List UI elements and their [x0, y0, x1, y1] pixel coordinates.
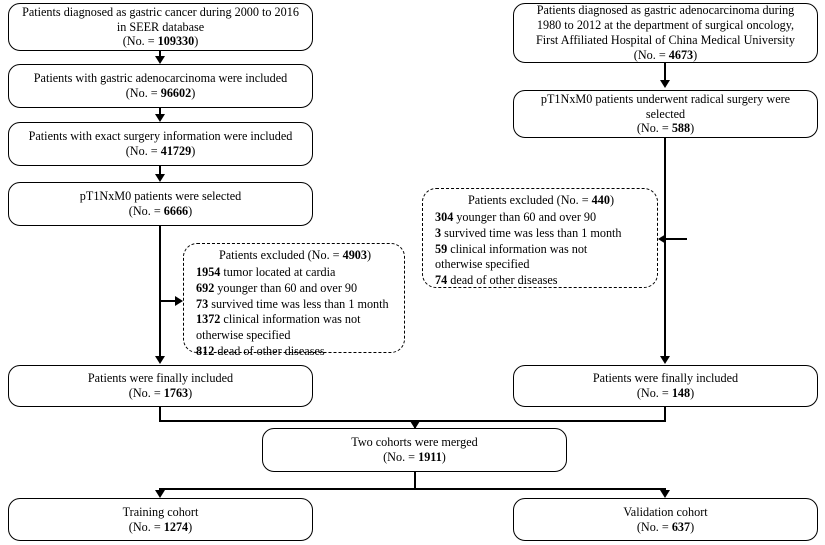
node-cmu-source: Patients diagnosed as gastric adenocarci… [513, 3, 818, 63]
connector-line [664, 138, 666, 357]
node-count: (No. = 96602) [125, 86, 196, 100]
connector-line [159, 166, 161, 176]
node-training-cohort: Training cohort (No. = 1274) [8, 498, 313, 541]
node-line: Patients diagnosed as gastric cancer dur… [22, 4, 299, 19]
connector-line [159, 51, 161, 58]
exclusion-item: 692 younger than 60 and over 90 [196, 280, 358, 295]
node-count: (No. = 1911) [383, 450, 446, 464]
arrow-down-icon [155, 56, 165, 64]
node-line: Training cohort [122, 504, 199, 519]
node-line: selected [645, 106, 686, 121]
exclusion-item-continuation: otherwise specified [196, 328, 291, 343]
exclusion-header: Patients excluded (No. = 4903) [218, 248, 372, 262]
exclusion-item: 1954 tumor located at cardia [196, 264, 336, 279]
node-line: Two cohorts were merged [351, 435, 478, 450]
node-seer-final-included: Patients were finally included (No. = 17… [8, 365, 313, 407]
node-line: Validation cohort [623, 504, 708, 519]
exclusion-item-continuation: otherwise specified [435, 257, 530, 272]
node-cmu-pt1nxm0: pT1NxM0 patients underwent radical surge… [513, 90, 818, 138]
arrow-down-icon [660, 356, 670, 364]
exclusion-item: 73 survived time was less than 1 month [196, 296, 389, 311]
connector-line [414, 472, 416, 489]
arrow-down-icon [155, 490, 165, 498]
arrow-down-icon [660, 490, 670, 498]
exclusion-item: 74 dead of other diseases [435, 273, 558, 288]
node-line: pT1NxM0 patients underwent radical surge… [540, 91, 791, 106]
connector-line [159, 108, 161, 116]
arrow-down-icon [410, 421, 420, 429]
node-line: First Affiliated Hospital of China Medic… [535, 33, 796, 47]
node-seer-pt1nxm0: pT1NxM0 patients were selected (No. = 66… [8, 182, 313, 226]
connector-line [159, 420, 666, 422]
node-seer-surgery-info: Patients with exact surgery information … [8, 122, 313, 166]
node-merged-cohorts: Two cohorts were merged (No. = 1911) [262, 428, 567, 472]
node-line: pT1NxM0 patients were selected [79, 189, 242, 204]
node-count: (No. = 1763) [128, 386, 193, 400]
connector-line [664, 407, 666, 421]
exclusion-item: 59 clinical information was not [435, 241, 588, 256]
exclusion-item: 1372 clinical information was not [196, 312, 361, 327]
arrow-right-icon [175, 295, 183, 306]
node-count: (No. = 1274) [128, 519, 193, 534]
arrow-down-icon [155, 356, 165, 364]
connector-line [666, 238, 686, 240]
arrow-down-icon [155, 174, 165, 182]
arrow-left-icon [658, 233, 666, 244]
node-seer-adenocarcinoma: Patients with gastric adenocarcinoma wer… [8, 64, 313, 108]
connector-line [685, 238, 687, 240]
connector-line [159, 488, 666, 490]
node-count: (No. = 588) [636, 121, 695, 136]
node-count: (No. = 41729) [125, 144, 196, 158]
connector-line [159, 226, 161, 357]
node-count: (No. = 6666) [128, 204, 193, 218]
node-line: Patients with exact surgery information … [28, 129, 293, 144]
arrow-down-icon [155, 114, 165, 122]
node-line: Patients were finally included [87, 371, 234, 386]
node-count: (No. = 109330) [122, 34, 199, 49]
exclusion-item: 812 dead of other diseases [196, 344, 325, 359]
node-line: in SEER database [116, 19, 205, 34]
node-line: 1980 to 2012 at the department of surgic… [536, 18, 795, 33]
node-count: (No. = 637) [636, 519, 695, 534]
node-count: (No. = 148) [636, 386, 695, 400]
connector-line [159, 407, 161, 421]
arrow-down-icon [660, 80, 670, 88]
node-seer-source: Patients diagnosed as gastric cancer dur… [8, 3, 313, 51]
exclusion-box-cmu: Patients excluded (No. = 440) 304 younge… [422, 188, 658, 288]
connector-line [159, 300, 177, 302]
node-cmu-final-included: Patients were finally included (No. = 14… [513, 365, 818, 407]
connector-line [664, 63, 666, 82]
node-line: Patients were finally included [592, 371, 739, 386]
exclusion-header: Patients excluded (No. = 440) [468, 193, 614, 207]
node-validation-cohort: Validation cohort (No. = 637) [513, 498, 818, 541]
node-line: Patients with gastric adenocarcinoma wer… [33, 71, 288, 86]
node-line: Patients diagnosed as gastric adenocarci… [536, 3, 795, 18]
node-count: (No. = 4673) [633, 47, 698, 62]
exclusion-item: 304 younger than 60 and over 90 [435, 209, 597, 224]
exclusion-item: 3 survived time was less than 1 month [435, 225, 622, 240]
exclusion-box-seer: Patients excluded (No. = 4903) 1954 tumo… [183, 243, 405, 358]
